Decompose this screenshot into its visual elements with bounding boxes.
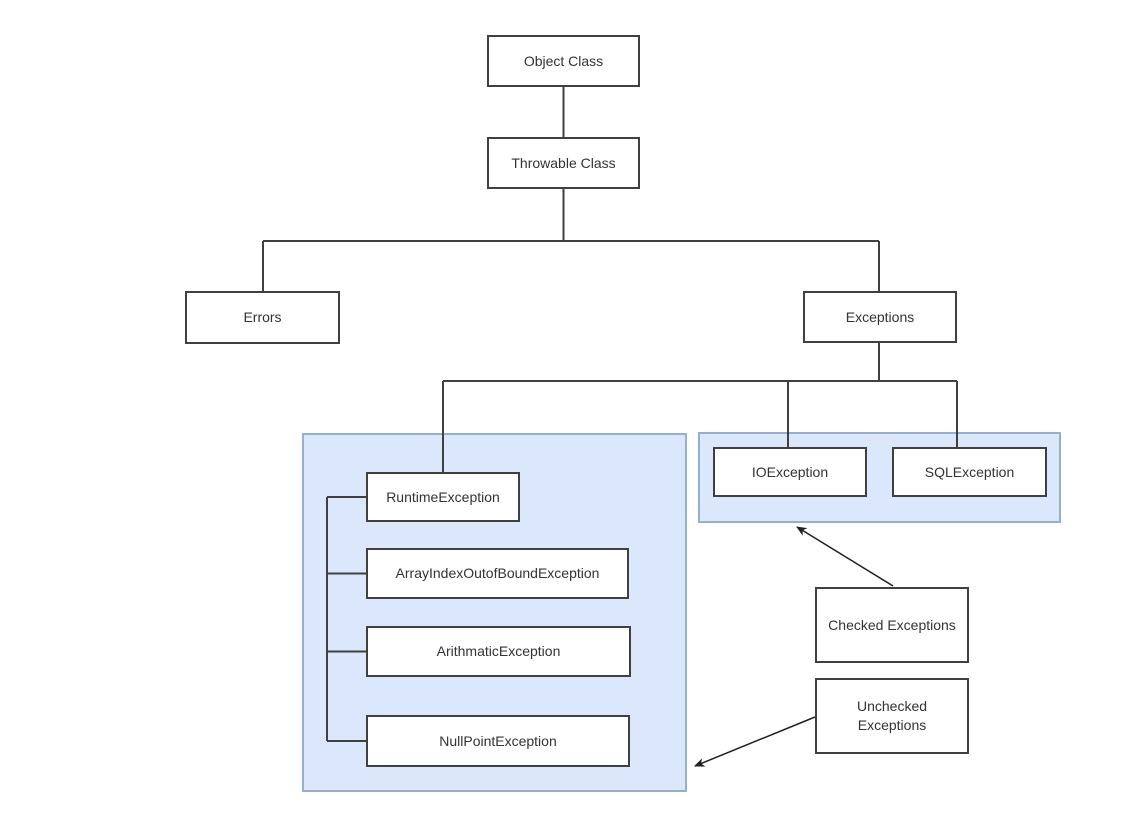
node-nullpointexception: NullPointException — [366, 715, 630, 767]
node-arithmaticexception: ArithmaticException — [366, 626, 631, 677]
arrow-unchecked-to-group — [694, 716, 816, 767]
node-unchecked-exceptions: Unchecked Exceptions — [815, 678, 969, 754]
node-sqlexception-label: SQLException — [924, 463, 1015, 480]
node-nullpointexception-label: NullPointException — [439, 732, 557, 749]
node-ioexception-label: IOException — [751, 463, 829, 480]
node-arithmaticexception-label: ArithmaticException — [436, 643, 561, 660]
arrow-checked-to-group — [796, 526, 894, 587]
node-ioexception: IOException — [713, 447, 867, 497]
node-unchecked-exceptions-label: Unchecked Exceptions — [856, 698, 928, 733]
node-exceptions: Exceptions — [803, 291, 957, 343]
node-sqlexception: SQLException — [892, 447, 1047, 497]
node-object-class: Object Class — [487, 35, 640, 87]
node-arrayindexoutofboundexception: ArrayIndexOutofBoundException — [366, 548, 629, 599]
node-runtimeexception: RuntimeException — [366, 472, 520, 522]
node-runtimeexception-label: RuntimeException — [386, 488, 500, 505]
node-throwable-class: Throwable Class — [487, 137, 640, 189]
node-checked-exceptions: Checked Exceptions — [815, 587, 969, 663]
node-errors: Errors — [185, 291, 340, 344]
node-errors-label: Errors — [243, 309, 282, 326]
node-throwable-class-label: Throwable Class — [511, 154, 616, 171]
node-exceptions-label: Exceptions — [845, 308, 915, 325]
node-arrayindexoutofboundexception-label: ArrayIndexOutofBoundException — [395, 565, 600, 582]
node-checked-exceptions-label: Checked Exceptions — [828, 616, 956, 633]
node-object-class-label: Object Class — [523, 52, 604, 69]
